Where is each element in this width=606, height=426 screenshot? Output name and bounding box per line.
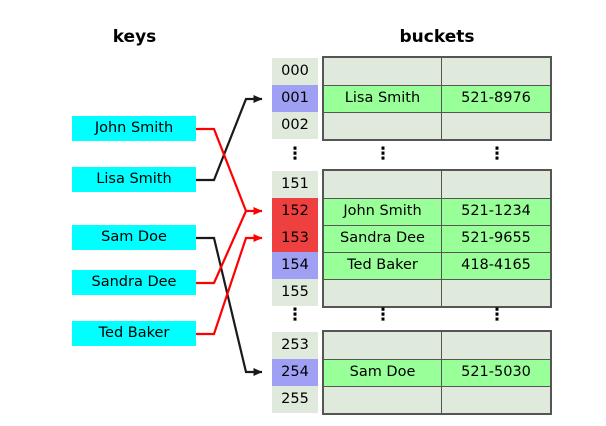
ellipsis-phone-upper: ⋮	[488, 144, 506, 164]
bucket-index-151[interactable]: 151	[272, 171, 318, 198]
bucket-index-155[interactable]: 155	[272, 279, 318, 306]
bucket-index-154[interactable]: 154	[272, 252, 318, 279]
bucket-index-000[interactable]: 000	[272, 58, 318, 85]
bucket-phone-254: 521-5030	[461, 364, 531, 380]
ellipsis-name-upper: ⋮	[374, 144, 392, 164]
bucket-name-002	[324, 113, 442, 139]
bucket-name-255	[324, 387, 442, 413]
bucket-group-middle: John Smith 521-1234 Sandra Dee 521-9655 …	[322, 169, 552, 308]
bucket-index-002[interactable]: 002	[272, 112, 318, 139]
table-row[interactable]: Sam Doe 521-5030	[324, 359, 550, 386]
bucket-group-bottom: Sam Doe 521-5030	[322, 330, 552, 415]
table-row[interactable]: Sandra Dee 521-9655	[324, 225, 550, 252]
table-row[interactable]	[324, 171, 550, 198]
ellipsis-phone-lower: ⋮	[488, 305, 506, 325]
arrow-ted-baker-to-153	[196, 234, 263, 336]
key-box-john-smith[interactable]: John Smith	[72, 116, 196, 141]
bucket-index-255[interactable]: 255	[272, 386, 318, 413]
bucket-name-153: Sandra Dee	[324, 226, 442, 252]
table-row[interactable]	[324, 58, 550, 85]
bucket-name-000	[324, 58, 442, 85]
arrow-sandra-dee-to-152	[196, 210, 248, 285]
arrow-sam-doe-to-254	[196, 236, 263, 376]
bucket-name-254: Sam Doe	[324, 360, 442, 386]
bucket-phone-155	[442, 280, 550, 306]
table-row[interactable]	[324, 112, 550, 139]
bucket-name-154: Ted Baker	[324, 253, 442, 279]
ellipsis-index-lower: ⋮	[286, 305, 304, 325]
bucket-index-254[interactable]: 254	[272, 359, 318, 386]
bucket-phone-000	[442, 58, 550, 85]
bucket-group-top: Lisa Smith 521-8976	[322, 56, 552, 141]
bucket-phone-001: 521-8976	[461, 90, 531, 106]
bucket-name-253	[324, 332, 442, 359]
bucket-name-155	[324, 280, 442, 306]
table-row[interactable]	[324, 332, 550, 359]
ellipsis-name-lower: ⋮	[374, 305, 392, 325]
bucket-phone-253	[442, 332, 550, 359]
key-box-lisa-smith[interactable]: Lisa Smith	[72, 167, 196, 192]
arrow-john-smith-to-152	[196, 127, 263, 215]
key-box-sam-doe[interactable]: Sam Doe	[72, 225, 196, 250]
ellipsis-index-upper: ⋮	[286, 144, 304, 164]
table-row[interactable]: Lisa Smith 521-8976	[324, 85, 550, 112]
bucket-phone-255	[442, 387, 550, 413]
bucket-name-152: John Smith	[324, 199, 442, 225]
key-box-sandra-dee[interactable]: Sandra Dee	[72, 270, 196, 295]
table-row[interactable]	[324, 386, 550, 413]
buckets-column-title: buckets	[399, 27, 475, 47]
bucket-index-153[interactable]: 153	[272, 225, 318, 252]
bucket-phone-151	[442, 171, 550, 198]
bucket-phone-154: 418-4165	[461, 257, 531, 273]
bucket-phone-152: 521-1234	[461, 203, 531, 219]
keys-column-title: keys	[112, 27, 157, 47]
bucket-index-253[interactable]: 253	[272, 332, 318, 359]
bucket-index-001[interactable]: 001	[272, 85, 318, 112]
bucket-name-151	[324, 171, 442, 198]
table-row[interactable]	[324, 279, 550, 306]
bucket-phone-153: 521-9655	[461, 230, 531, 246]
arrow-lisa-smith-to-001	[196, 95, 263, 182]
bucket-index-152[interactable]: 152	[272, 198, 318, 225]
bucket-name-001: Lisa Smith	[324, 86, 442, 112]
key-box-ted-baker[interactable]: Ted Baker	[72, 321, 196, 346]
table-row[interactable]: Ted Baker 418-4165	[324, 252, 550, 279]
table-row[interactable]: John Smith 521-1234	[324, 198, 550, 225]
bucket-phone-002	[442, 113, 550, 139]
